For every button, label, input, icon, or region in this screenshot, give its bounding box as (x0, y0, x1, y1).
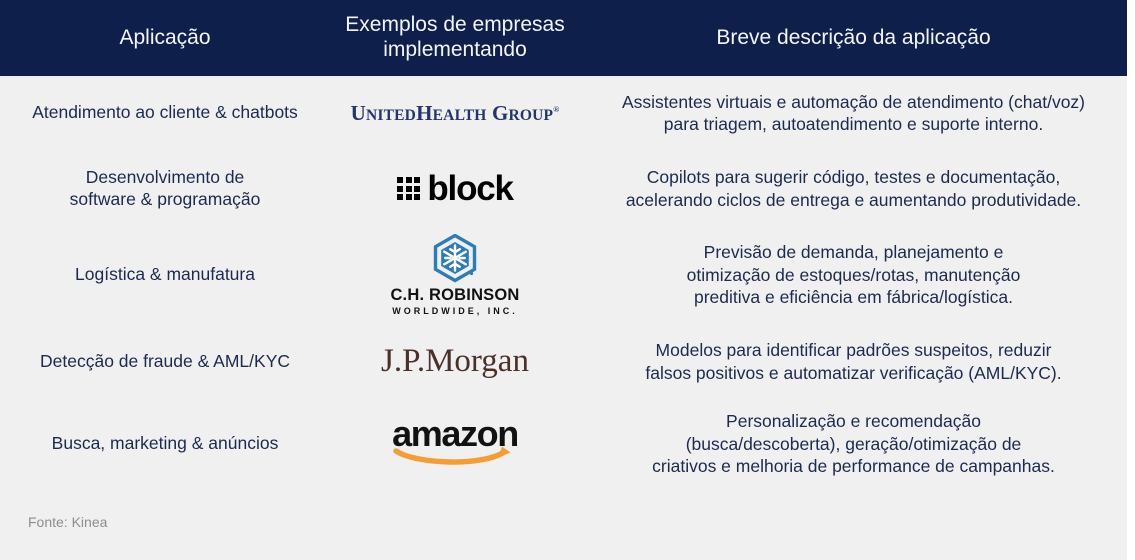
application-label: Desenvolvimento de software & programaçã… (69, 166, 261, 209)
jpmorgan-wordmark: J.P.Morgan (381, 343, 529, 379)
ch-robinson-tagline: WORLDWIDE, INC. (392, 306, 518, 317)
description-text: Copilots para sugerir código, testes e d… (625, 167, 1082, 210)
cell-description: Copilots para sugerir código, testes e d… (580, 166, 1127, 211)
uhg-text-roup: ROUP (508, 106, 554, 124)
table-row: Logística & manufatura (0, 227, 1127, 323)
cell-application: Desenvolvimento de software & programaçã… (0, 167, 330, 211)
registered-trademark-icon: ® (553, 104, 560, 114)
ch-robinson-wordmark: C.H. ROBINSON (390, 285, 520, 304)
table-body: Atendimento ao cliente & chatbots UNITED… (0, 76, 1135, 488)
table-row: Busca, marketing & anúncios amazon Perso… (0, 400, 1127, 488)
application-label: Atendimento ao cliente & chatbots (32, 102, 298, 123)
description-text: Modelos para identificar padrões suspeit… (645, 340, 1062, 383)
cell-description: Personalização e recomendação (busca/des… (580, 410, 1127, 477)
application-label: Busca, marketing & anúncios (51, 433, 279, 454)
cell-company: C.H. ROBINSON WORLDWIDE, INC. (330, 233, 580, 317)
cell-application: Atendimento ao cliente & chatbots (0, 102, 330, 124)
cell-application: Busca, marketing & anúncios (0, 433, 330, 455)
uhg-letter-u: U (350, 100, 366, 125)
source-note: Fonte: Kinea (28, 514, 108, 530)
cell-company: block (330, 171, 580, 206)
cell-application: Logística & manufatura (0, 264, 330, 286)
description-text: Personalização e recomendação (busca/des… (652, 411, 1055, 477)
cell-application: Detecção de fraude & AML/KYC (0, 351, 330, 373)
table-header-row: Aplicação Exemplos de empresas implement… (0, 0, 1127, 76)
block-logo: block (397, 169, 514, 208)
amazon-wordmark: amazon (392, 413, 519, 454)
description-text: Assistentes virtuais e automação de aten… (621, 91, 1085, 134)
block-grid-icon (397, 176, 421, 201)
right-margin (1127, 0, 1135, 560)
unitedhealth-group-wordmark: UNITEDHEALTH GROUP® (351, 101, 560, 126)
table-row: Desenvolvimento de software & programaçã… (0, 150, 1127, 227)
cell-company: amazon (330, 416, 580, 472)
column-header-description: Breve descrição da aplicação (716, 25, 991, 49)
column-header-application: Aplicação (119, 25, 211, 49)
uhg-letter-g: G (491, 100, 509, 125)
snowflake-hexagon-icon (433, 233, 477, 283)
amazon-logo: amazon (392, 413, 519, 472)
cell-company: UNITEDHEALTH GROUP® (330, 101, 580, 126)
uhg-text-ealth: EALTH (432, 106, 487, 124)
table-row: Atendimento ao cliente & chatbots UNITED… (0, 76, 1127, 150)
uhg-text-nited: NITED (365, 106, 417, 124)
ch-robinson-logo: C.H. ROBINSON WORLDWIDE, INC. (390, 233, 520, 317)
amazon-smile-arrow-icon (392, 445, 518, 472)
column-header-companies: Exemplos de empresas implementando (345, 13, 565, 61)
cell-description: Assistentes virtuais e automação de aten… (580, 91, 1127, 136)
application-label: Detecção de fraude & AML/KYC (40, 350, 290, 371)
cell-description: Previsão de demanda, planejamento e otim… (580, 241, 1127, 308)
uhg-letter-h: H (416, 100, 433, 125)
cell-company: J.P.Morgan (330, 345, 580, 378)
unitedhealth-group-logo: UNITEDHEALTH GROUP® (351, 101, 560, 126)
table-row: Detecção de fraude & AML/KYC J.P.Morgan … (0, 323, 1127, 400)
block-wordmark: block (427, 169, 514, 208)
description-text: Previsão de demanda, planejamento e otim… (686, 242, 1021, 308)
application-label: Logística & manufatura (75, 264, 255, 285)
jpmorgan-logo: J.P.Morgan (381, 345, 529, 378)
cell-description: Modelos para identificar padrões suspeit… (580, 339, 1127, 384)
